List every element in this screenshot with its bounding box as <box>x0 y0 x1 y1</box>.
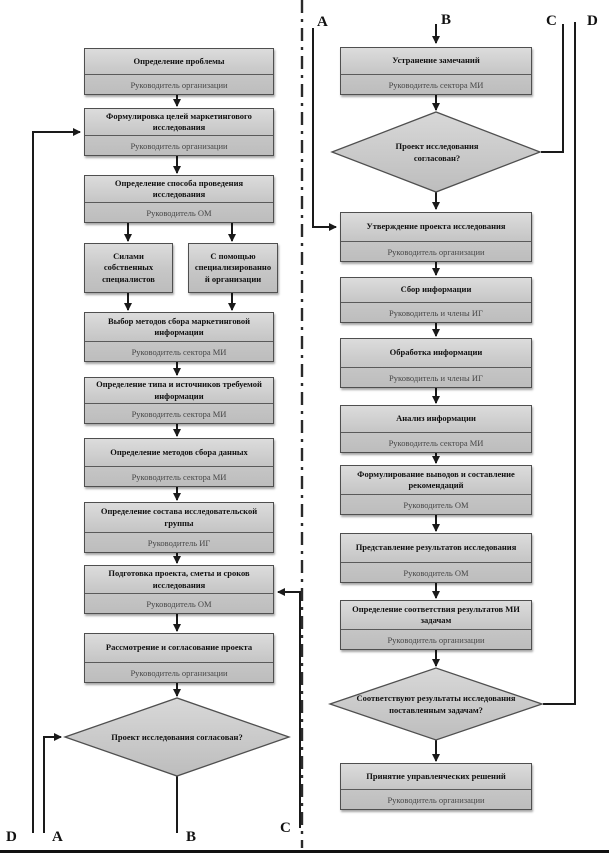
step-check-results-match-tasks: Определение соответствия результатов МИ … <box>340 600 532 650</box>
step-analyze-information: Анализ информации Руководитель сектора М… <box>340 405 532 453</box>
step-title: Формулирование выводов и составление рек… <box>357 468 515 490</box>
step-role: Руководитель сектора МИ <box>341 74 531 94</box>
decision-shape-project-approved-left <box>63 697 291 777</box>
step-title: Подготовка проекта, сметы и сроков иссле… <box>108 568 250 590</box>
step-title: Формулировка целей маркетингового исслед… <box>106 110 252 132</box>
connector-top-a: A <box>317 14 328 30</box>
step-make-management-decisions: Принятие управленческих решений Руководи… <box>340 763 532 810</box>
step-role: Руководитель ИГ <box>85 532 273 552</box>
step-define-info-type-sources: Определение типа и источников требуемой … <box>84 377 274 424</box>
step-role: Руководитель сектора МИ <box>85 341 273 361</box>
step-title: Рассмотрение и согласование проекта <box>105 642 253 653</box>
step-title: Анализ информации <box>396 413 476 424</box>
step-define-research-group: Определение состава исследовательской гр… <box>84 502 274 553</box>
step-title: Утверждение проекта исследования <box>366 221 506 232</box>
step-collect-information: Сбор информации Руководитель и члены ИГ <box>340 277 532 323</box>
step-role: Руководитель и члены ИГ <box>341 367 531 387</box>
connector-bottom-a: A <box>52 829 63 845</box>
step-role: Руководитель ОМ <box>341 494 531 514</box>
step-role: Руководитель сектора МИ <box>85 466 273 486</box>
connector-bottom-d: D <box>6 829 17 845</box>
step-title: Определение способа проведения исследова… <box>114 177 244 199</box>
branch-specialized-org: С помощью специализированно й организаци… <box>188 243 278 293</box>
step-process-information: Обработка информации Руководитель и член… <box>340 338 532 388</box>
step-title: Представление результатов исследования <box>355 542 517 553</box>
step-role: Руководитель организации <box>85 662 273 682</box>
step-define-problem: Определение проблемы Руководитель органи… <box>84 48 274 95</box>
decision-shape-results-match <box>327 667 545 741</box>
step-title: Сбор информации <box>400 284 472 295</box>
decision-shape-project-approved-right <box>330 111 542 193</box>
step-fix-remarks: Устранение замечаний Руководитель сектор… <box>340 47 532 95</box>
step-role: Руководитель ОМ <box>85 202 273 222</box>
decision-project-approved-right-label: Проект исследования согласован? <box>395 140 479 163</box>
branch-label: Силами собственных специалистов <box>102 250 155 284</box>
connector-top-d: D <box>587 13 598 29</box>
decision-results-match-label: Соответствуют результаты исследования по… <box>356 692 516 715</box>
decision-project-approved-left-label: Проект исследования согласован? <box>111 731 243 742</box>
step-role: Руководитель сектора МИ <box>85 403 273 423</box>
step-prepare-project: Подготовка проекта, сметы и сроков иссле… <box>84 565 274 614</box>
connector-top-b: B <box>441 12 452 28</box>
step-choose-collection-methods: Выбор методов сбора маркетинговой информ… <box>84 312 274 362</box>
step-formulate-goals: Формулировка целей маркетингового исслед… <box>84 108 274 156</box>
step-title: Принятие управленческих решений <box>366 770 506 781</box>
step-title: Определение соответствия результатов МИ … <box>352 603 520 625</box>
step-role: Руководитель ОМ <box>341 562 531 582</box>
step-role: Руководитель организации <box>85 135 273 155</box>
branch-label: С помощью специализированно й организаци… <box>194 250 272 284</box>
step-role: Руководитель организации <box>341 789 531 809</box>
step-title: Обработка информации <box>389 347 483 358</box>
step-role: Руководитель организации <box>85 74 273 94</box>
step-role: Руководитель организации <box>341 629 531 649</box>
step-title: Выбор методов сбора маркетинговой информ… <box>107 315 251 337</box>
step-title: Определение типа и источников требуемой … <box>96 379 262 401</box>
step-present-results: Представление результатов исследования Р… <box>340 533 532 583</box>
step-formulate-conclusions: Формулирование выводов и составление рек… <box>340 465 532 515</box>
step-review-approve-project: Рассмотрение и согласование проекта Руко… <box>84 633 274 683</box>
step-role: Руководитель организации <box>341 241 531 261</box>
connector-top-c: C <box>546 13 557 29</box>
branch-own-specialists: Силами собственных специалистов <box>84 243 173 293</box>
step-role: Руководитель сектора МИ <box>341 432 531 452</box>
step-role: Руководитель ОМ <box>85 593 273 613</box>
step-role: Руководитель и члены ИГ <box>341 302 531 322</box>
connector-bottom-c: C <box>280 820 291 836</box>
step-define-data-collection: Определение методов сбора данных Руковод… <box>84 438 274 487</box>
flow-arrows <box>32 22 576 833</box>
step-title: Устранение замечаний <box>392 55 480 66</box>
step-title: Определение проблемы <box>133 55 225 66</box>
connector-bottom-b: B <box>186 829 197 845</box>
step-title: Определение состава исследовательской гр… <box>100 506 258 528</box>
step-title: Определение методов сбора данных <box>110 446 248 457</box>
step-approve-project: Утверждение проекта исследования Руковод… <box>340 212 532 262</box>
step-define-method-of-research: Определение способа проведения исследова… <box>84 175 274 223</box>
